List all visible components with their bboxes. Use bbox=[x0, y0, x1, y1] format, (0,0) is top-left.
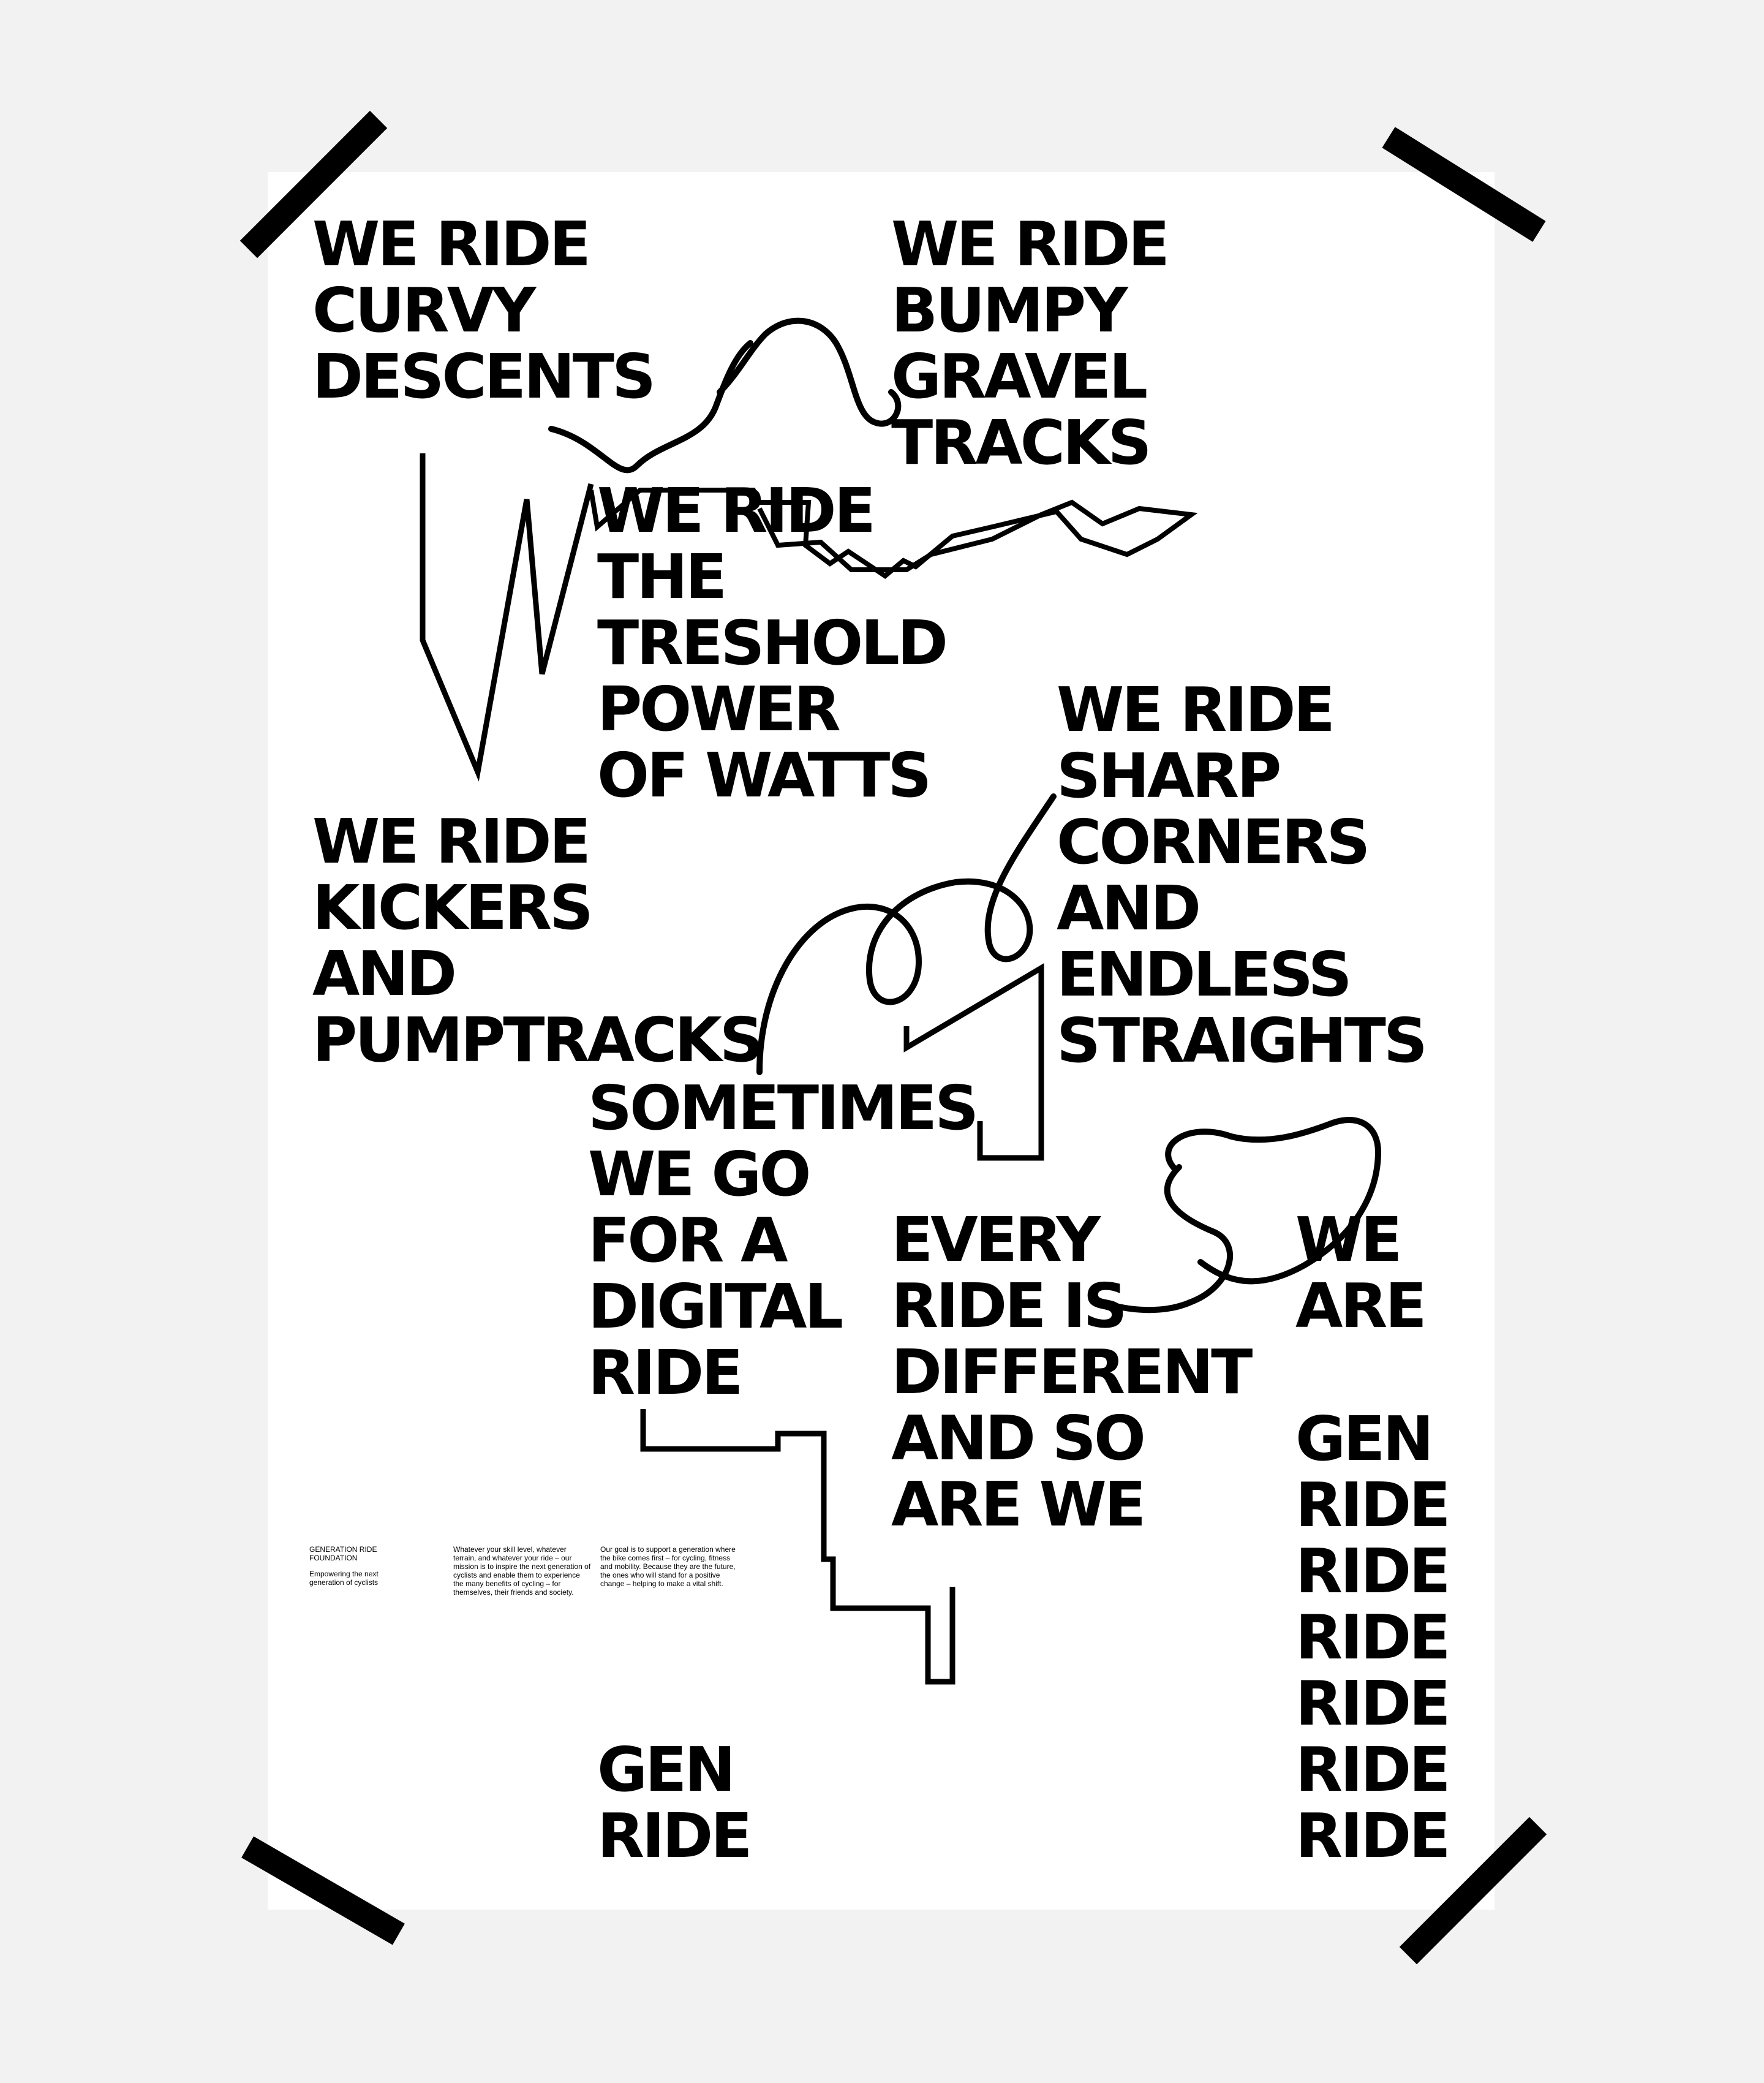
block-threshold: WE RIDE THE TRESHOLD POWER OF WATTS bbox=[597, 475, 948, 811]
poster-sheet bbox=[268, 172, 1494, 1910]
threshold-line-3: TRESHOLD bbox=[597, 607, 948, 679]
small-paragraph-1: Whatever your skill level, whatever terr… bbox=[453, 1545, 591, 1597]
corners-line-6: STRAIGHTS bbox=[1057, 1005, 1428, 1076]
threshold-line-1: WE RIDE bbox=[597, 475, 876, 546]
paragraph-2-text: Our goal is to support a generation wher… bbox=[600, 1545, 736, 1588]
every-line-2: RIDE IS bbox=[891, 1270, 1128, 1342]
every-line-1: EVERY bbox=[891, 1204, 1101, 1276]
block-curvy-descents: WE RIDE CURVY DESCENTS bbox=[312, 208, 656, 412]
every-line-4: AND SO bbox=[891, 1402, 1146, 1474]
digital-line-3: FOR A bbox=[588, 1204, 788, 1276]
corners-line-4: AND bbox=[1057, 872, 1201, 944]
route-path-zigzag bbox=[589, 488, 1198, 579]
digital-line-2: WE GO bbox=[588, 1138, 812, 1210]
genbottom-line-2: RIDE bbox=[597, 1800, 753, 1872]
block-we-are: WE ARE bbox=[1295, 1204, 1427, 1342]
threshold-line-5: OF WATTS bbox=[597, 739, 932, 811]
gravel-line-2: BUMPY bbox=[891, 274, 1128, 346]
every-line-5: ARE WE bbox=[891, 1469, 1146, 1540]
route-path-steps bbox=[903, 963, 1044, 1161]
route-path-spike bbox=[420, 453, 594, 782]
block-gravel-tracks: WE RIDE BUMPY GRAVEL TRACKS bbox=[891, 208, 1170, 478]
corners-line-1: WE RIDE bbox=[1057, 674, 1335, 746]
org-name: GENERATION RIDE FOUNDATION bbox=[309, 1545, 377, 1562]
block-every-ride: EVERY RIDE IS DIFFERENT AND SO ARE WE bbox=[891, 1204, 1253, 1540]
genstack-line-6: RIDE bbox=[1295, 1734, 1451, 1805]
curvy-line-2: CURVY bbox=[312, 274, 536, 346]
genstack-line-5: RIDE bbox=[1295, 1668, 1451, 1739]
kickers-line-2: KICKERS bbox=[312, 872, 594, 943]
digital-line-1: SOMETIMES bbox=[588, 1072, 979, 1144]
digital-line-4: DIGITAL bbox=[588, 1271, 843, 1342]
weare-line-1: WE bbox=[1295, 1204, 1403, 1276]
small-org-column: GENERATION RIDE FOUNDATION Empowering th… bbox=[309, 1545, 413, 1587]
gravel-line-1: WE RIDE bbox=[891, 208, 1170, 280]
route-path-loops bbox=[756, 793, 1057, 1075]
kickers-line-3: AND bbox=[312, 938, 457, 1010]
weare-line-2: ARE bbox=[1295, 1270, 1427, 1342]
genstack-line-2: RIDE bbox=[1295, 1469, 1451, 1541]
org-tagline: Empowering the next generation of cyclis… bbox=[309, 1570, 379, 1587]
corners-line-5: ENDLESS bbox=[1057, 939, 1352, 1010]
threshold-line-2: THE bbox=[597, 541, 727, 613]
genstack-line-4: RIDE bbox=[1295, 1601, 1451, 1673]
digital-line-5: RIDE bbox=[588, 1337, 744, 1408]
genstack-line-1: GEN bbox=[1295, 1403, 1434, 1475]
block-digital-ride: SOMETIMES WE GO FOR A DIGITAL RIDE bbox=[588, 1072, 979, 1408]
route-path-squiggle bbox=[1165, 1116, 1381, 1285]
kickers-line-4: PUMPTRACKS bbox=[312, 1004, 764, 1076]
block-gen-ride-logo: GEN RIDE bbox=[597, 1734, 753, 1872]
every-line-3: DIFFERENT bbox=[891, 1336, 1253, 1408]
route-path-descent bbox=[548, 340, 753, 474]
route-path-stairs bbox=[640, 1409, 956, 1685]
gravel-line-3: GRAVEL bbox=[891, 341, 1148, 412]
curvy-line-3: DESCENTS bbox=[312, 341, 656, 412]
corners-line-3: CORNERS bbox=[1057, 806, 1370, 878]
threshold-line-4: POWER bbox=[597, 673, 841, 745]
genbottom-line-1: GEN bbox=[597, 1734, 736, 1805]
genstack-line-7: RIDE bbox=[1295, 1800, 1451, 1872]
paragraph-1-text: Whatever your skill level, whatever terr… bbox=[453, 1545, 591, 1597]
block-sharp-corners: WE RIDE SHARP CORNERS AND ENDLESS STRAIG… bbox=[1057, 674, 1428, 1076]
block-gen-ride-stack: GEN RIDE RIDE RIDE RIDE RIDE RIDE bbox=[1295, 1403, 1451, 1872]
route-path-squiggle-2 bbox=[1099, 1164, 1233, 1314]
corners-line-2: SHARP bbox=[1057, 740, 1281, 812]
kickers-line-1: WE RIDE bbox=[312, 806, 591, 877]
curvy-line-1: WE RIDE bbox=[312, 208, 591, 280]
genstack-line-3: RIDE bbox=[1295, 1535, 1451, 1607]
small-paragraph-2: Our goal is to support a generation wher… bbox=[600, 1545, 738, 1588]
gravel-line-4: TRACKS bbox=[891, 407, 1152, 478]
route-path-curvy bbox=[717, 317, 902, 427]
block-kickers: WE RIDE KICKERS AND PUMPTRACKS bbox=[312, 806, 764, 1076]
